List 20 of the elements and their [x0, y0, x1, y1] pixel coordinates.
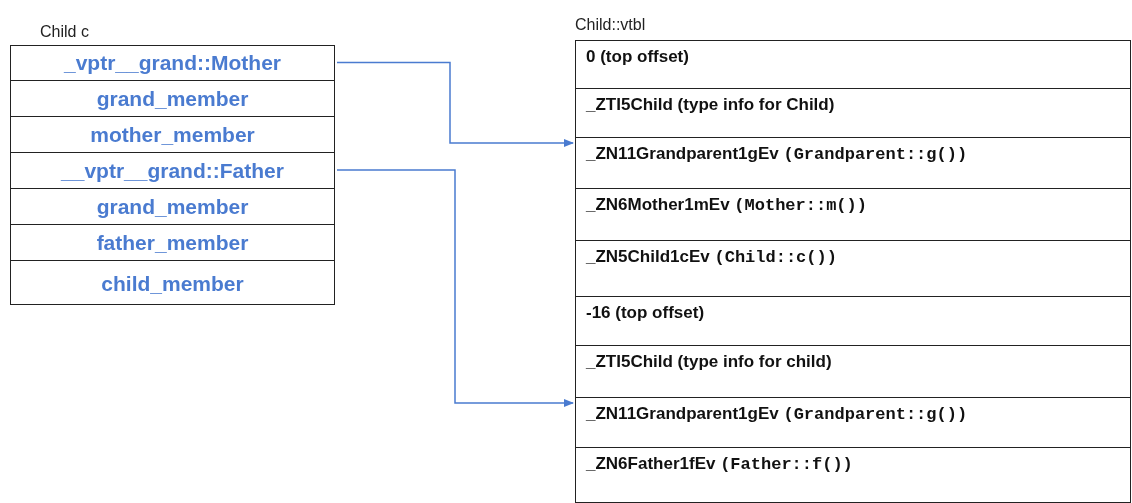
table-row: -16 (top offset) — [576, 297, 1130, 346]
table-heading: Child::vtbl — [575, 16, 646, 34]
table-row: _ZTI5Child (type info for Child) — [576, 89, 1130, 138]
table-row: grand_member — [11, 81, 334, 117]
table-row: _ZN11Grandparent1gEv (Grandparent::g()) — [576, 398, 1130, 448]
table-row: child_member — [11, 261, 334, 306]
pointer-arrow — [336, 169, 574, 407]
table-row: __vptr__grand::Father — [11, 153, 334, 189]
table-row: _ZN6Mother1mEv (Mother::m()) — [576, 189, 1130, 241]
table-row: _ZTI5Child (type info for child) — [576, 346, 1130, 398]
table-row: mother_member — [11, 117, 334, 153]
table-row: _ZN5Child1cEv (Child::c()) — [576, 241, 1130, 297]
pointer-arrow — [336, 61, 574, 147]
table-row: father_member — [11, 225, 334, 261]
table-row: _ZN6Father1fEv (Father::f()) — [576, 448, 1130, 503]
table-row: _vptr__grand::Mother — [11, 46, 334, 81]
table-row: grand_member — [11, 189, 334, 225]
table-row: 0 (top offset) — [576, 41, 1130, 89]
table-heading: Child c — [40, 23, 89, 41]
table-row: _ZN11Grandparent1gEv (Grandparent::g()) — [576, 138, 1130, 189]
